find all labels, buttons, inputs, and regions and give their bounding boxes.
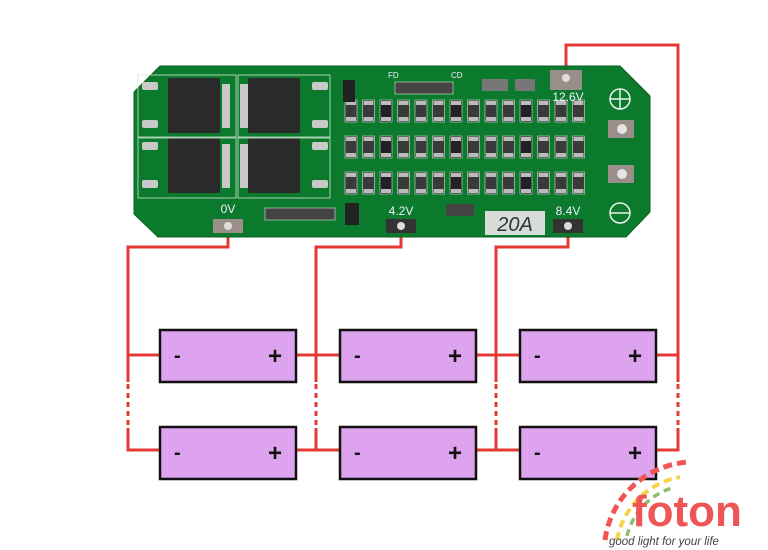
mosfets xyxy=(168,78,300,193)
bms-board: 0V 4.2V 8.4V 12.6V FD CD 20A xyxy=(133,65,651,238)
smd-component xyxy=(344,171,358,195)
smd-component xyxy=(449,135,463,159)
smd-component xyxy=(449,99,463,123)
battery-minus-label: - xyxy=(354,442,361,464)
battery-cell: -+ xyxy=(338,328,478,384)
wires xyxy=(126,43,680,452)
battery-plus-label: + xyxy=(448,440,462,467)
logo-arc-green xyxy=(625,486,673,537)
current-rating-label: 20A xyxy=(496,214,533,236)
smd-component xyxy=(537,135,550,159)
smd-component xyxy=(554,99,568,123)
logo-brand: foton xyxy=(632,487,742,536)
smd-component xyxy=(484,171,498,195)
pad-label-12v6: 12.6V xyxy=(552,90,583,104)
battery-cell: -+ xyxy=(338,425,478,481)
smd-component xyxy=(432,135,445,159)
smd-component xyxy=(572,135,585,159)
battery-plus-label: + xyxy=(268,343,282,370)
battery-minus-label: - xyxy=(534,442,541,464)
smd-component xyxy=(537,99,550,123)
smd-component xyxy=(379,171,393,195)
battery-plus-label: + xyxy=(628,343,642,370)
battery-minus-label: - xyxy=(534,345,541,367)
smd-component xyxy=(362,171,375,195)
battery-plus-label: + xyxy=(268,440,282,467)
wire-0v-bottom xyxy=(126,428,160,452)
logo-arc-red xyxy=(602,459,691,541)
smd-component xyxy=(502,99,515,123)
smd-component xyxy=(432,171,445,195)
battery-cell: -+ xyxy=(158,328,298,384)
pad-label-4v2: 4.2V xyxy=(389,204,414,218)
smd-component xyxy=(379,135,393,159)
smd-component xyxy=(432,99,445,123)
smd-component xyxy=(414,135,428,159)
smd-component xyxy=(484,135,498,159)
smd-component xyxy=(502,135,515,159)
smd-component xyxy=(414,99,428,123)
smd-component xyxy=(362,99,375,123)
battery-plus-label: + xyxy=(628,440,642,467)
battery-cell: -+ xyxy=(518,425,658,481)
logo-tagline: good light for your life xyxy=(609,536,719,548)
minus-terminal-icon xyxy=(609,202,631,224)
smd-component xyxy=(502,171,515,195)
pad-label-0v: 0V xyxy=(221,202,236,216)
smd-component xyxy=(397,135,410,159)
silk-fd: FD xyxy=(388,71,399,80)
pad-label-8v4: 8.4V xyxy=(556,204,581,218)
smd-component xyxy=(537,171,550,195)
smd-component xyxy=(467,171,480,195)
smd-components xyxy=(264,79,585,225)
smd-component xyxy=(484,99,498,123)
wire-12v6 xyxy=(564,43,680,382)
smd-component xyxy=(397,99,410,123)
wire-12v6-bottom xyxy=(656,428,680,452)
smd-component xyxy=(414,171,428,195)
smd-component xyxy=(554,171,568,195)
battery-cell: -+ xyxy=(158,425,298,481)
battery-plus-label: + xyxy=(448,343,462,370)
smd-component xyxy=(519,135,533,159)
smd-component xyxy=(572,99,585,123)
smd-component xyxy=(519,99,533,123)
battery-cell: -+ xyxy=(518,328,658,384)
plus-terminal-icon xyxy=(609,88,631,110)
smd-component xyxy=(467,135,480,159)
smd-component xyxy=(397,171,410,195)
battery-array: -+-+-+-+-+-+ xyxy=(158,328,658,481)
smd-component xyxy=(467,99,480,123)
logo-arc-yellow xyxy=(615,475,681,541)
smd-component xyxy=(572,171,585,195)
smd-component xyxy=(362,135,375,159)
smd-component xyxy=(449,171,463,195)
battery-minus-label: - xyxy=(174,442,181,464)
smd-component xyxy=(379,99,393,123)
battery-minus-label: - xyxy=(354,345,361,367)
battery-minus-label: - xyxy=(174,345,181,367)
smd-component xyxy=(519,171,533,195)
silk-cd: CD xyxy=(451,71,463,80)
smd-component xyxy=(554,135,568,159)
smd-component xyxy=(344,99,358,123)
smd-component xyxy=(344,135,358,159)
foton-logo: foton good light for your life xyxy=(602,459,742,548)
